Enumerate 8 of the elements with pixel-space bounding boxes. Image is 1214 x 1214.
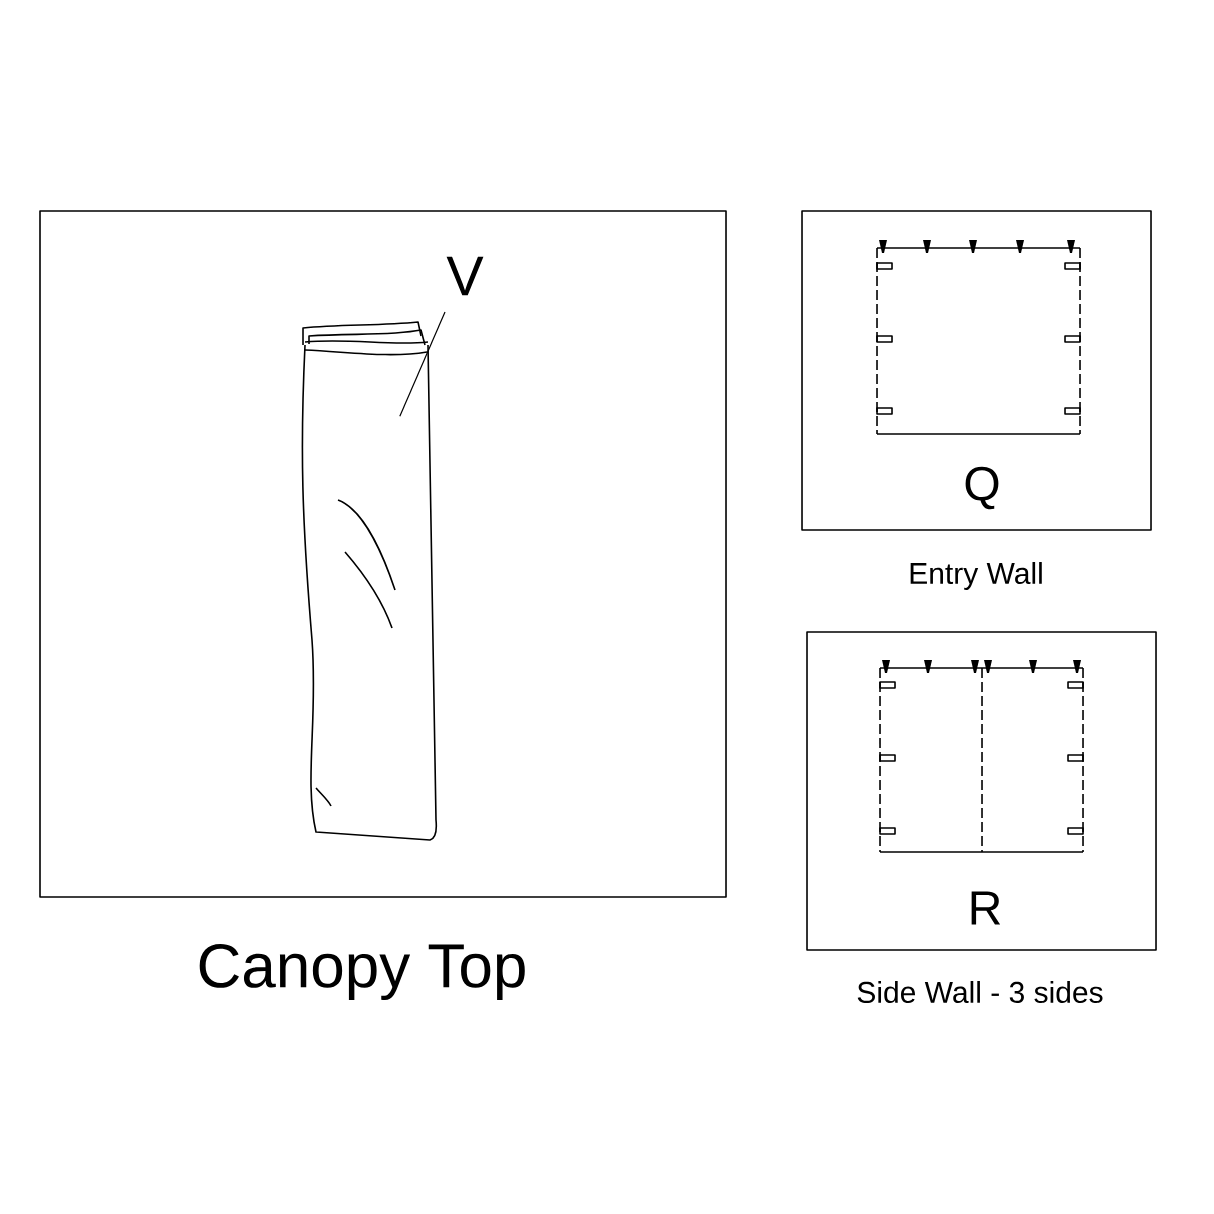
panel-title: Canopy Top: [199, 943, 525, 1001]
panel-letter: Q: [965, 466, 999, 510]
panel-letter: R: [971, 891, 1001, 925]
bag-drawing: [301, 321, 438, 841]
panel-title: Side Wall - 3 sides: [857, 981, 1103, 1003]
callout-letter: V: [446, 256, 484, 296]
panel-title: Entry Wall: [910, 562, 1042, 590]
leader-line: [399, 311, 446, 417]
